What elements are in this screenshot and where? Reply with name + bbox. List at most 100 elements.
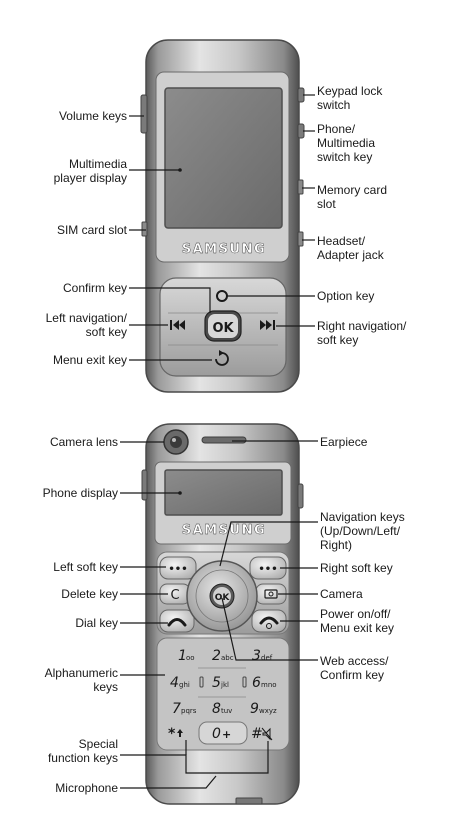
- label-jack-2: Adapter jack: [317, 248, 385, 262]
- label-keypad-lock-1: Keypad lock: [317, 84, 383, 98]
- multimedia-player-display: [164, 87, 283, 229]
- end-icon: [259, 616, 279, 625]
- top-phone-callouts: Volume keys Multimedia player display SI…: [46, 84, 407, 367]
- key-star[interactable]: *: [168, 726, 183, 742]
- key-9[interactable]: 9 wxyz: [250, 701, 277, 717]
- label-alpha-2: keys: [93, 680, 118, 694]
- earpiece: [201, 436, 247, 444]
- microphone: [235, 797, 263, 805]
- key-hash-symbol: #: [251, 726, 263, 742]
- key-6[interactable]: 6 mno: [252, 675, 277, 691]
- key-3-letters: def: [261, 654, 273, 662]
- label-delete-key: Delete key: [61, 587, 118, 601]
- label-microphone: Microphone: [55, 781, 118, 795]
- menu-exit-icon[interactable]: [215, 350, 229, 366]
- dial-icon: [167, 618, 187, 627]
- label-sim-card-slot: SIM card slot: [57, 223, 128, 237]
- key-4[interactable]: 4 ghi: [170, 675, 190, 691]
- label-nav-3: Right): [320, 538, 352, 552]
- label-left-nav-2: soft key: [86, 325, 127, 339]
- key-7[interactable]: 7 pqrs: [172, 701, 197, 717]
- label-special-1: Special: [79, 737, 118, 751]
- fast-forward-icon[interactable]: [260, 320, 275, 330]
- key-8[interactable]: 8 tuv: [212, 701, 232, 717]
- label-alpha-1: Alphanumeric: [45, 666, 118, 680]
- rewind-icon[interactable]: [170, 320, 185, 330]
- headset-adapter-jack: [297, 231, 304, 247]
- label-left-soft-key: Left soft key: [53, 560, 118, 574]
- label-multimedia-2: player display: [54, 171, 127, 185]
- delete-key-label: C: [170, 588, 179, 603]
- key-9-digit: 9: [250, 701, 259, 717]
- key-0[interactable]: 0 +: [212, 726, 231, 742]
- label-switch-2: Multimedia: [317, 136, 375, 150]
- label-web-2: Confirm key: [320, 668, 384, 682]
- key-0-digit: 0: [212, 726, 221, 742]
- key-9-letters: wxyz: [259, 707, 277, 715]
- key-7-digit: 7: [172, 701, 181, 717]
- bottom-side-key-left[interactable]: [141, 469, 148, 501]
- label-volume-keys: Volume keys: [59, 109, 127, 123]
- key-6-digit: 6: [252, 675, 261, 691]
- key-1-digit: 1: [178, 648, 187, 664]
- label-right-nav-2: soft key: [317, 333, 358, 347]
- key-hash[interactable]: #: [251, 726, 273, 742]
- label-camera: Camera: [320, 587, 363, 601]
- key-3-digit: 3: [252, 648, 261, 664]
- memory-card-slot: [297, 179, 304, 195]
- brand-logo-bottom: SAMSUNG: [182, 523, 266, 538]
- label-right-soft-key: Right soft key: [320, 561, 393, 575]
- sim-card-slot: [141, 221, 148, 237]
- bottom-phone-callouts: Camera lens Phone display Left soft key …: [43, 435, 405, 795]
- key-5-letters: jkl: [220, 681, 229, 689]
- key-5-digit: 5: [212, 675, 221, 691]
- volume-keys[interactable]: [140, 94, 148, 134]
- key-1-letters: oo: [186, 654, 195, 662]
- label-earpiece: Earpiece: [320, 435, 368, 449]
- phone-display: [164, 469, 283, 516]
- key-8-letters: tuv: [221, 707, 232, 715]
- label-switch-3: switch key: [317, 150, 372, 164]
- label-keypad-lock-2: switch: [317, 98, 350, 112]
- key-7-letters: pqrs: [181, 707, 197, 715]
- key-2[interactable]: 2 abc: [212, 648, 234, 664]
- label-confirm-key: Confirm key: [63, 281, 127, 295]
- key-6-letters: mno: [261, 681, 277, 689]
- label-power-2: Menu exit key: [320, 621, 394, 635]
- bottom-side-key[interactable]: [297, 483, 304, 509]
- key-0-plus: +: [222, 728, 231, 741]
- key-2-letters: abc: [221, 654, 234, 662]
- label-memory-1: Memory card: [317, 183, 387, 197]
- label-phone-display: Phone display: [43, 486, 118, 500]
- label-memory-2: slot: [317, 197, 336, 211]
- brand-logo: SAMSUNG: [182, 242, 266, 257]
- label-jack-1: Headset/: [317, 234, 366, 248]
- key-8-digit: 8: [212, 701, 221, 717]
- right-soft-dots: •••: [258, 564, 277, 575]
- key-1[interactable]: 1 oo: [178, 648, 195, 664]
- label-multimedia-1: Multimedia: [69, 157, 127, 171]
- bottom-phone: SAMSUNG ••• ••• C OK: [141, 423, 304, 805]
- key-5[interactable]: 5 jkl: [212, 675, 229, 691]
- label-camera-lens: Camera lens: [50, 435, 118, 449]
- label-dial-key: Dial key: [75, 616, 118, 630]
- label-menu-exit-key: Menu exit key: [53, 353, 127, 367]
- key-4-digit: 4: [170, 675, 179, 691]
- label-switch-1: Phone/: [317, 122, 356, 136]
- key-4-letters: ghi: [179, 681, 190, 689]
- label-option-key: Option key: [317, 289, 374, 303]
- label-nav-1: Navigation keys: [320, 510, 405, 524]
- key-2-digit: 2: [212, 648, 221, 664]
- top-phone: SAMSUNG OK: [140, 39, 305, 393]
- label-special-2: function keys: [48, 751, 118, 765]
- silent-icon: [261, 727, 273, 741]
- label-nav-2: (Up/Down/Left/: [320, 524, 401, 538]
- key-star-symbol: *: [168, 726, 176, 742]
- alphanumeric-keypad: 1 oo 2 abc 3 def 4 ghi 5 jkl: [156, 637, 290, 751]
- label-left-nav-1: Left navigation/: [46, 311, 128, 325]
- label-web-1: Web access/: [320, 654, 389, 668]
- left-soft-key[interactable]: [159, 556, 197, 580]
- key-3[interactable]: 3 def: [252, 648, 273, 664]
- ok-label: OK: [212, 321, 234, 336]
